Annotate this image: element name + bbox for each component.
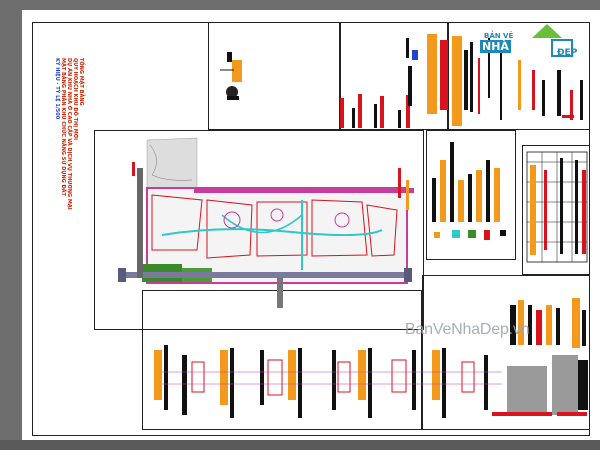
bottom-section-row	[154, 345, 502, 418]
drawing-sheet[interactable]: TỔNG MẶT BẰNG QUY HOẠCH KHU ĐÔ THỊ MỚI D…	[22, 10, 600, 440]
right-chart-2-grid	[526, 151, 588, 263]
bottom-right-detail	[492, 298, 588, 416]
detail-frame-top-right	[448, 22, 590, 130]
brand-name-left: NHÀ	[480, 40, 511, 53]
detail-frame-top-left	[208, 22, 340, 130]
right-chart-1	[432, 142, 506, 240]
top-bar-chart	[340, 94, 410, 128]
detail-frame-bottom-right	[422, 275, 590, 430]
master-plan-frame	[94, 130, 424, 330]
brand-top-text: BẢN VẼ	[484, 32, 514, 40]
chart-frame-right-2	[522, 145, 590, 275]
small-site-detail	[220, 52, 242, 100]
chart-frame-right-1	[426, 130, 516, 260]
brand-logo	[532, 24, 573, 57]
status-bar	[0, 440, 600, 450]
watermark-text: BanVeNhaDep.vn	[405, 321, 530, 338]
top-right-columns	[406, 34, 583, 126]
master-site-plan	[118, 137, 414, 308]
drawing-graphics	[118, 24, 588, 418]
brand-name-right: ĐẸP	[557, 48, 578, 58]
